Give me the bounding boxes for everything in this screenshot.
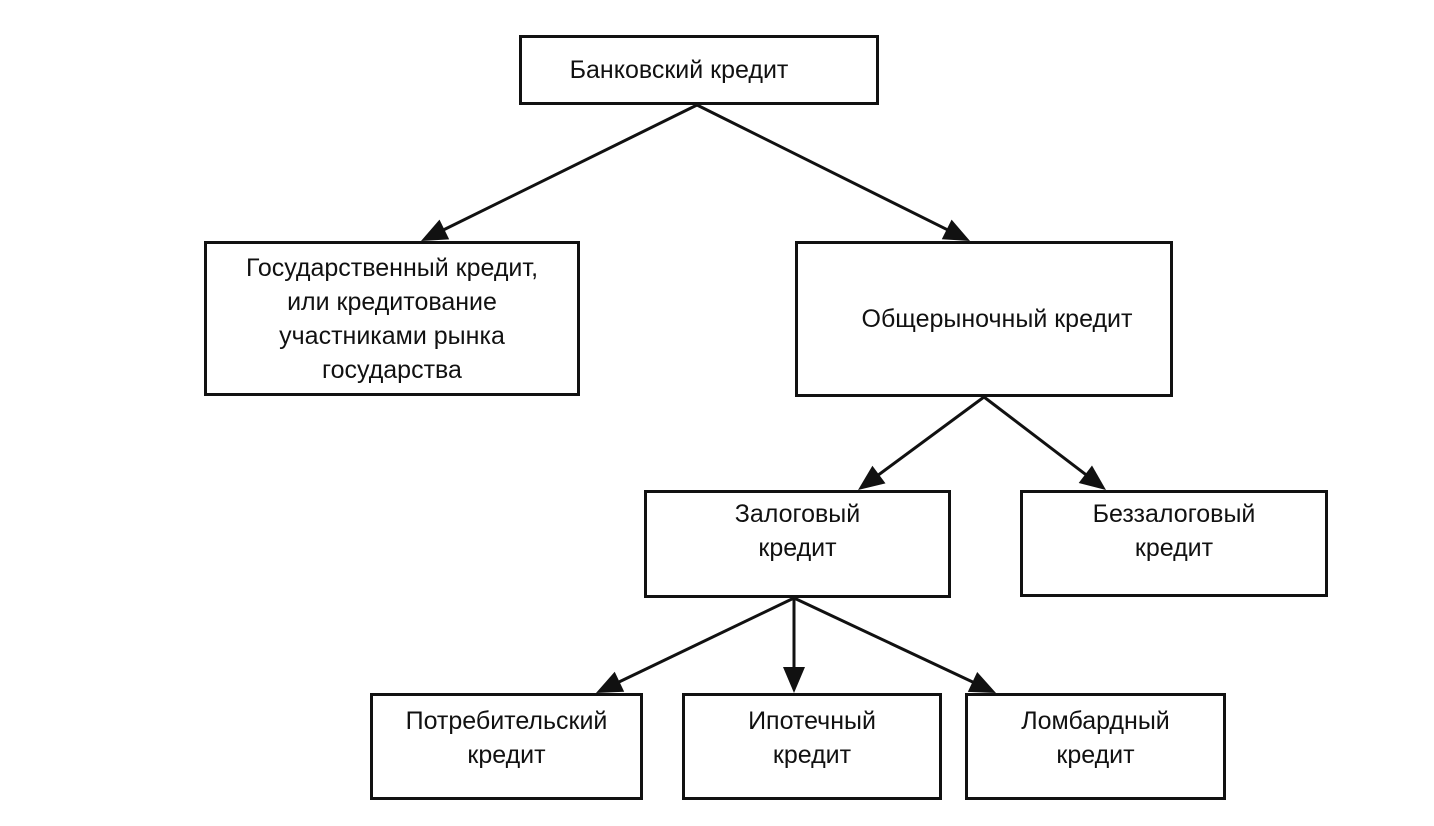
node-bank-credit: Банковский кредит	[519, 35, 879, 105]
node-state-credit: Государственный кредит, или кредитование…	[204, 241, 580, 396]
arrowhead	[596, 671, 625, 693]
edge-line	[983, 395, 1088, 477]
node-line: кредит	[758, 534, 837, 562]
node-line: Ломбардный	[1021, 706, 1170, 735]
node-line: кредит	[772, 740, 852, 769]
arrowhead	[783, 667, 805, 693]
node-bank-credit-label: Банковский кредит	[570, 53, 789, 87]
node-state-credit-label: Государственный кредит, или кредитование…	[246, 251, 538, 387]
node-line: Залоговый	[734, 500, 861, 528]
edge-bank-to-state	[421, 103, 698, 241]
node-line: кредит	[1056, 740, 1135, 769]
edge-line	[876, 395, 985, 477]
node-line: Общерыночный кредит	[861, 305, 1133, 333]
edge-line	[793, 596, 975, 685]
arrowhead	[941, 219, 970, 241]
node-mortgage-credit: Ипотечный кредит	[682, 693, 942, 800]
arrowhead	[1078, 465, 1106, 490]
node-line: Ипотечный	[748, 706, 876, 735]
edge-secured-to-lombard	[793, 596, 996, 693]
node-mortgage-credit-label: Ипотечный кредит	[748, 704, 876, 772]
edge-line	[696, 103, 950, 232]
node-unsecured-credit-label: Беззалоговый кредит	[1093, 497, 1256, 565]
node-line: государства	[322, 355, 462, 384]
node-line: Банковский кредит	[569, 56, 789, 84]
arrowhead	[967, 672, 996, 693]
node-unsecured-credit: Беззалоговый кредит	[1020, 490, 1328, 597]
edge-market-to-secured	[858, 395, 985, 490]
edge-market-to-unsecured	[983, 395, 1106, 490]
arrowhead	[858, 465, 886, 490]
edge-line	[616, 596, 795, 684]
node-lombard-credit: Ломбардный кредит	[965, 693, 1226, 800]
edge-bank-to-market	[696, 103, 970, 241]
node-consumer-credit: Потребительский кредит	[370, 693, 643, 800]
edge-secured-to-consumer	[596, 596, 795, 693]
node-line: Государственный кредит,	[245, 253, 539, 282]
node-secured-credit-label: Залоговый кредит	[735, 497, 860, 565]
node-line: кредит	[1134, 533, 1214, 562]
node-lombard-credit-label: Ломбардный кредит	[1021, 704, 1170, 772]
node-market-credit: Общерыночный кредит	[795, 241, 1173, 397]
arrowhead	[421, 219, 450, 241]
node-line: кредит	[467, 740, 546, 769]
node-line: Потребительский	[405, 706, 608, 735]
node-line: Беззалоговый	[1092, 499, 1256, 528]
node-secured-credit: Залоговый кредит	[644, 490, 951, 598]
node-line: или кредитование	[287, 287, 497, 316]
node-line: участниками рынка	[279, 321, 505, 350]
edge-line	[441, 103, 698, 232]
edge-secured-to-mortgage	[783, 598, 805, 693]
node-consumer-credit-label: Потребительский кредит	[406, 704, 608, 772]
node-market-credit-label: Общерыночный кредит	[862, 302, 1133, 336]
